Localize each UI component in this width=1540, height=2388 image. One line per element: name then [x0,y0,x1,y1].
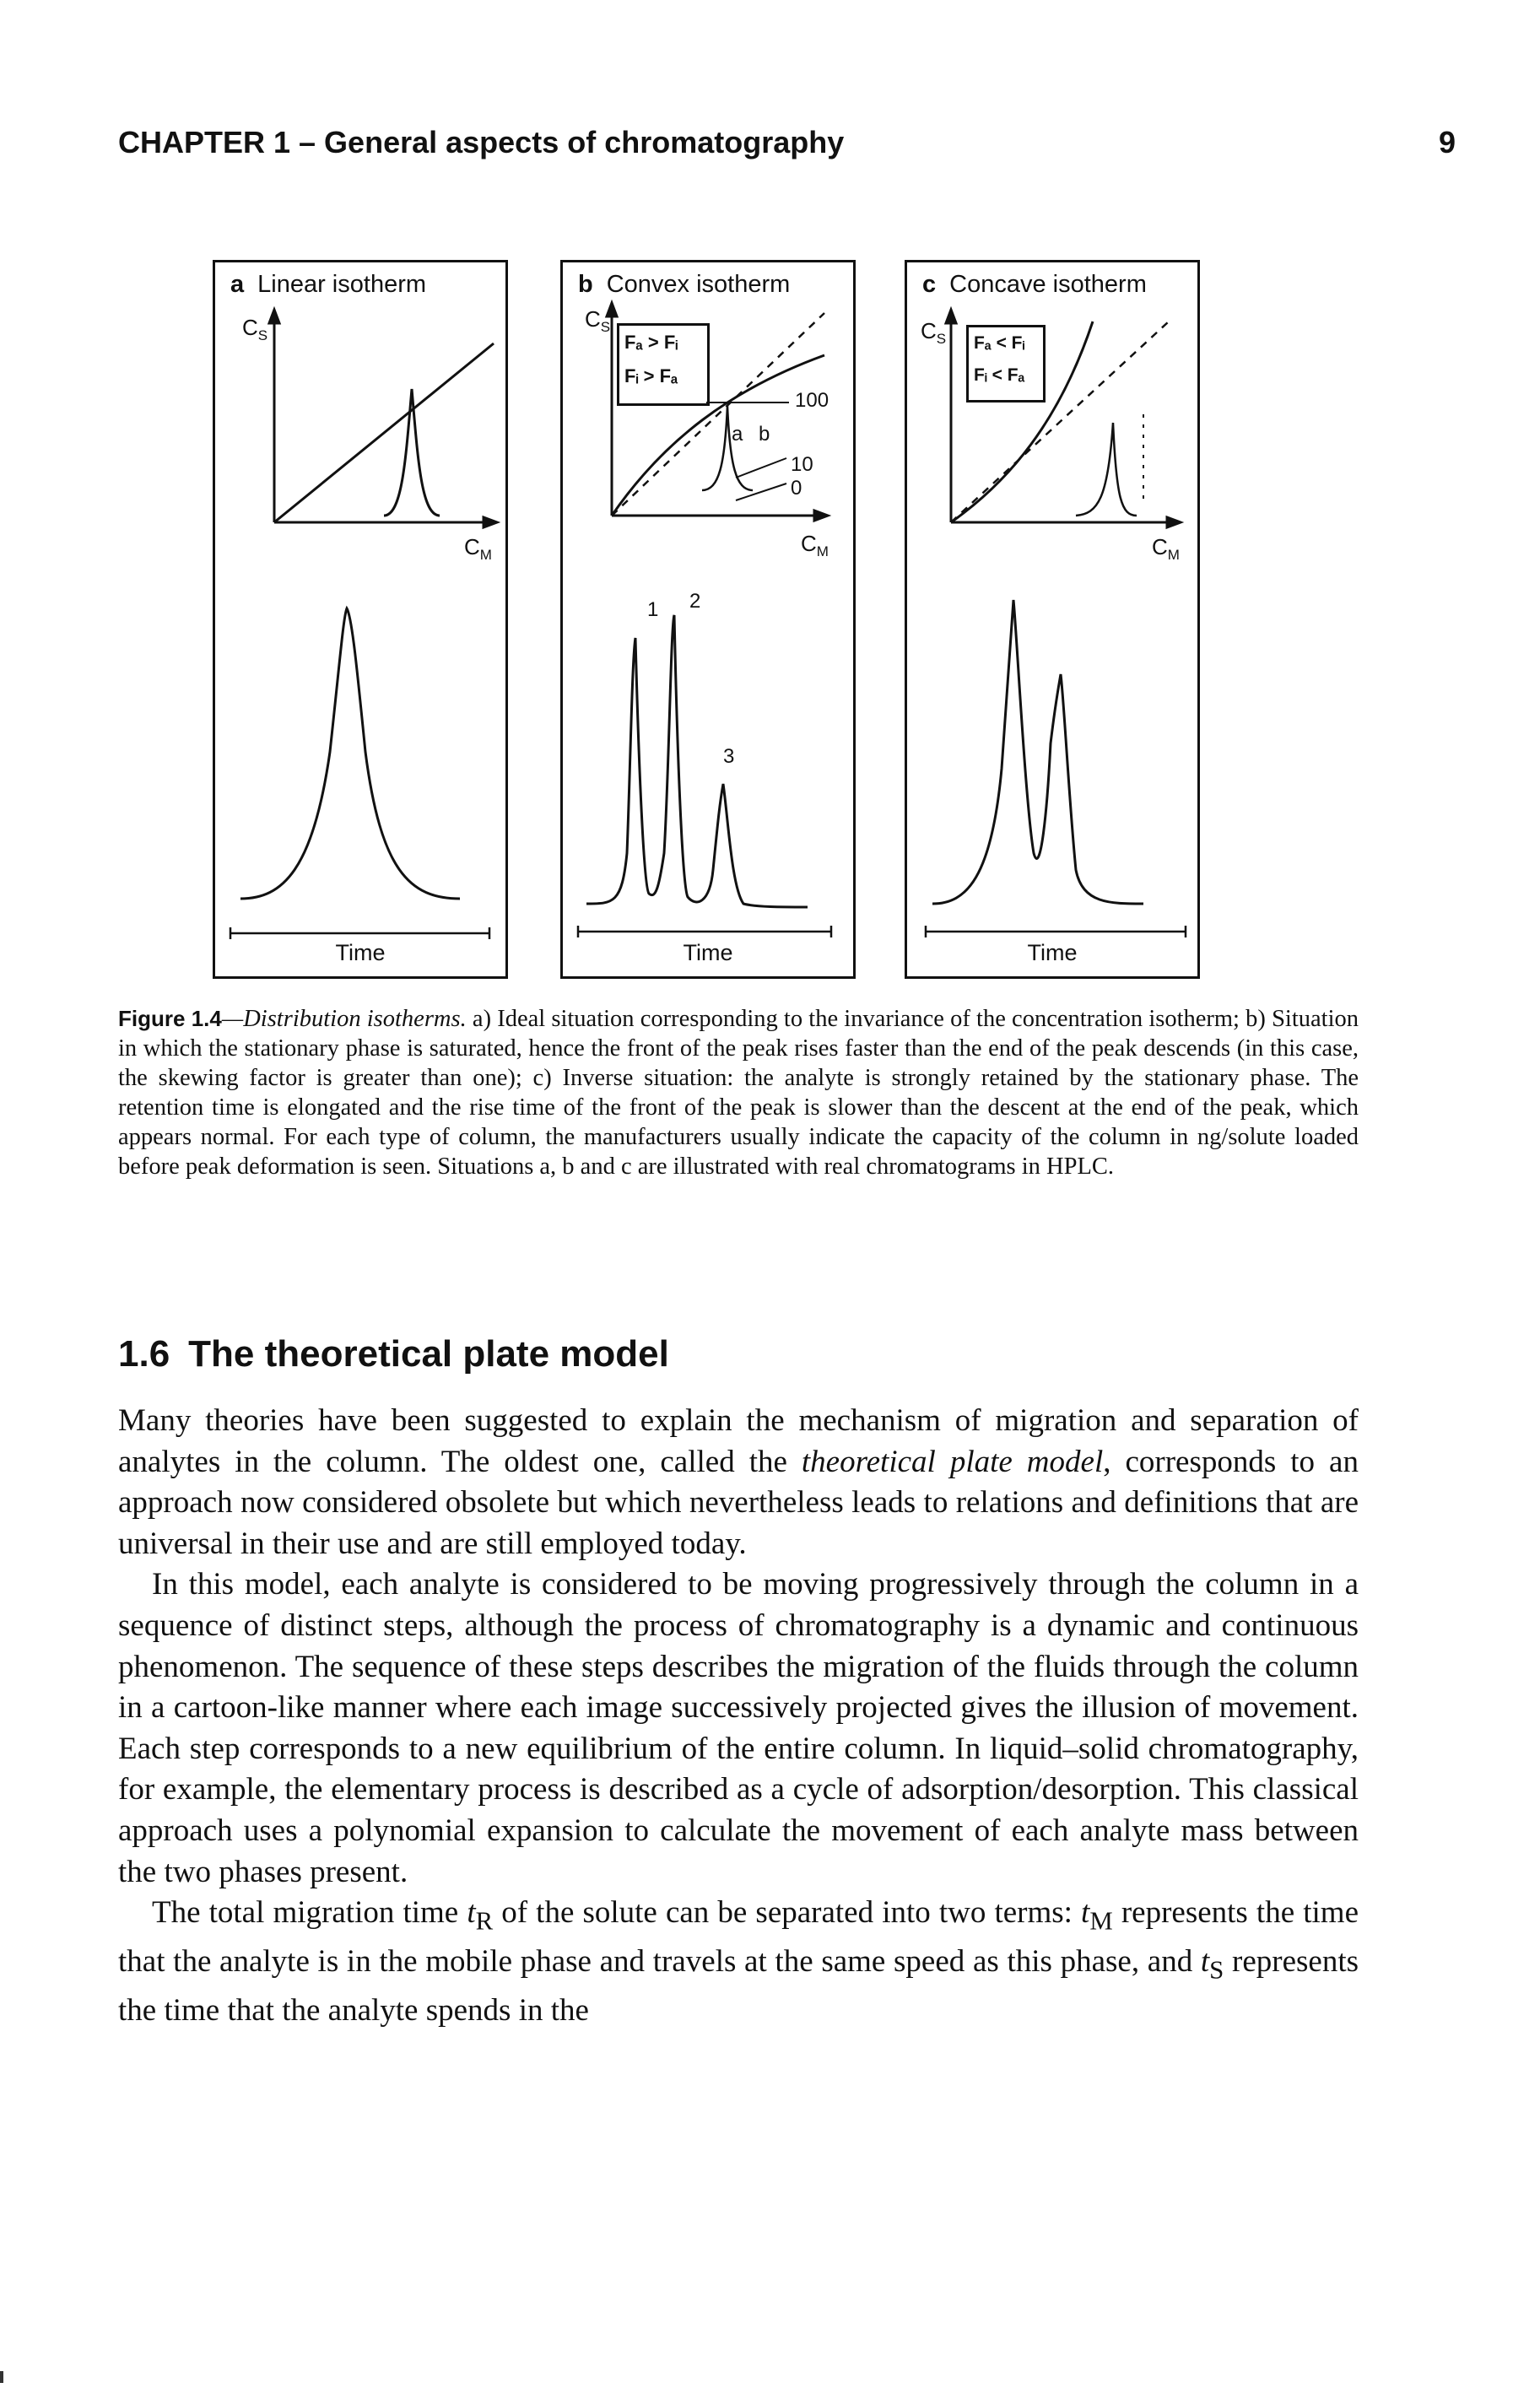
section-title: The theoretical plate model [188,1333,669,1375]
paragraph: The total migration time tR of the solut… [118,1895,1359,2029]
section-heading: 1.6 The theoretical plate model [118,1333,669,1375]
label-a: a [732,423,743,446]
label-10: 10 [791,453,813,476]
page-number: 9 [1438,125,1456,159]
figure-label: Figure 1.4 [118,1006,222,1031]
peak-label-1: 1 [647,598,659,621]
figure-caption-text: a) Ideal situation corresponding to the … [118,1006,1359,1180]
chromatogram-peaks-b [586,614,808,909]
panel-a-graphics [229,305,501,939]
section-number: 1.6 [118,1333,170,1375]
axis-cm-label: CM [1152,534,1180,564]
time-axis-label: Time [683,940,733,965]
axis-cm-label: CM [801,531,829,560]
linear-reference-dashed [950,321,1170,523]
convex-isotherm-curve [610,354,825,516]
figure-title: Distribution isotherms. [243,1006,467,1032]
peak-label-2: 2 [689,590,701,613]
small-peak-c [1075,422,1137,517]
panel-c-graphics [924,305,1187,937]
label-0: 0 [791,477,802,500]
small-peak-b [701,405,754,492]
chapter-title: CHAPTER 1 – General aspects of chromatog… [118,125,845,159]
label-b: b [759,423,770,446]
concave-isotherm-curve [950,321,1094,524]
time-axis-label: Time [1027,940,1078,965]
paragraph: In this model, each analyte is considere… [118,1567,1359,1889]
chromatogram-peaks-c [932,599,1144,905]
small-peak-a [383,388,440,517]
linear-reference-dashed [611,312,825,516]
body-text: Many theories have been suggested to exp… [118,1401,1359,2032]
figure-caption: Figure 1.4—Distribution isotherms. a) Id… [118,1006,1359,1180]
axis-cs-label: CS [585,306,611,336]
paragraph: Many theories have been suggested to exp… [118,1403,1359,1561]
peak-label-3: 3 [723,745,735,768]
margin-mark [0,2371,3,2383]
axis-cm-label: CM [464,534,492,564]
axis-cs-label: CS [921,318,947,348]
panel-b-graphics [576,299,833,937]
linear-isotherm-line [273,342,494,524]
time-axis-label: Time [335,940,386,965]
axis-cs-label: CS [242,315,268,344]
label-100: 100 [795,389,829,412]
chromatogram-peak-a [240,605,461,900]
running-header: CHAPTER 1 – General aspects of chromatog… [118,125,1456,167]
